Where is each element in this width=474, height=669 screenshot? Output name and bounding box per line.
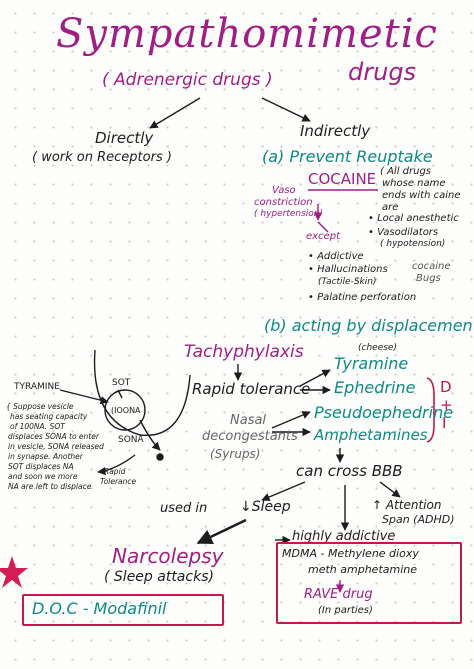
diagram-tyramine: TYRAMINE (14, 382, 60, 392)
drug-tyramine: Tyramine (334, 354, 409, 373)
vesicle-circle (104, 389, 146, 431)
tachyphylaxis: Tachyphylaxis (184, 342, 304, 362)
attention-1: ↑ Attention (372, 498, 442, 512)
diagram-rapid: Rapid (104, 467, 126, 476)
bracket-label-i: I (442, 414, 447, 432)
cocaine-bugs-2: Bugs (416, 273, 441, 284)
bracket-label-plus: + (440, 396, 453, 414)
page-subtitle: ( Adrenergic drugs ) (102, 70, 273, 90)
diagram-curve (93, 349, 191, 436)
cocaine-note-2: whose name (382, 178, 446, 189)
diagram-note-3: of 100NA. SOT (10, 422, 65, 431)
mdma-line-2: meth amphetamine (308, 563, 418, 576)
branch-indirect: Indirectly (300, 122, 371, 140)
drug-amphetamines: Amphetamines (314, 426, 428, 444)
displacement-heading: (b) acting by displacement (264, 316, 474, 335)
drug-pseudoephedrine: Pseudoephedrine (314, 403, 454, 422)
arrow-to-sleep (261, 481, 306, 501)
cocaine-note-4: are (382, 202, 399, 213)
branch-direct-note: ( work on Receptors ) (32, 150, 172, 165)
vaso-3: ( hypertension) (254, 209, 324, 219)
bracket-label-d: D (440, 378, 452, 396)
cocaine-note-3: ends with caine (382, 190, 461, 201)
vaso-1: Vaso (272, 185, 296, 196)
mdma-box: MDMA - Methylene dioxy meth amphetamine … (276, 542, 462, 624)
page-title: Sympathomimetic (56, 11, 438, 57)
branch-direct: Directly (95, 129, 154, 147)
cocaine-bugs-1: cocaine (412, 261, 451, 272)
reuptake-heading: (a) Prevent Reuptake (262, 147, 433, 166)
diagram-sona: SONA (118, 435, 144, 445)
effect-hallucinations: • Hallucinations (308, 264, 388, 275)
except-label: except (306, 231, 340, 242)
vasodilators-note: ( hypotension) (380, 239, 446, 249)
mdma-line-1: MDMA - Methylene dioxy (282, 547, 419, 560)
narcolepsy-note: ( Sleep attacks) (104, 569, 214, 585)
arrow-indirect (261, 97, 311, 122)
doc-label: D.O.C - Modafinil (32, 599, 167, 618)
cocaine-label: COCAINE (308, 170, 377, 188)
diagram-note-6: in synapse. Another (8, 452, 83, 461)
diagram-note-4: displaces SONA to enter (8, 432, 99, 441)
diagram-note-1: { Suppose vesicle (6, 402, 74, 411)
rave-drug: RAVE drug (304, 587, 373, 602)
nasal-2: decongestants (202, 429, 298, 444)
arrow-direct (149, 97, 201, 129)
diagram-note-8: and soon we more (8, 472, 78, 481)
vaso-2: constriction (254, 197, 313, 208)
cross-bbb: can cross BBB (296, 462, 403, 480)
rapid-tolerance: Rapid tolerance (192, 380, 311, 398)
effect-addictive: • Addictive (308, 251, 364, 262)
arrow-to-narcolepsy (196, 518, 247, 545)
attention-2: Span (ADHD) (382, 513, 455, 526)
diagram-note-2: has seating capacity (10, 412, 88, 421)
drug-ephedrine: Ephedrine (334, 378, 416, 397)
used-in: used in (160, 501, 208, 516)
diagram-note-9: NA are left to displace (8, 482, 92, 491)
effect-palatine: • Palatine perforation (308, 292, 417, 303)
doc-box: D.O.C - Modafinil (22, 594, 224, 626)
narcolepsy-label: Narcolepsy (112, 544, 224, 568)
page-title-suffix: drugs (348, 58, 417, 86)
vasodilators: • Vasodilators (368, 227, 439, 238)
diagram-note-5: in vesicle, SONA released (8, 442, 104, 451)
star-doodle (0, 556, 28, 588)
drugs-bracket (426, 377, 435, 443)
diagram-vesicle: (IOONA (111, 406, 141, 415)
arrow-nasal-1 (271, 411, 311, 429)
diagram-sot: SOT (112, 378, 131, 388)
arrow-to-attention (379, 481, 401, 498)
effect-tactile: (Tactile-Skin) (318, 277, 377, 287)
nasal-3: (Syrups) (210, 447, 261, 461)
diagram-note-7: SOT displaces NA (8, 462, 74, 471)
diagram-tolerance: Tolerance (100, 477, 137, 486)
nasal-1: Nasal (230, 413, 267, 428)
cheese-note: (cheese) (358, 343, 397, 353)
highly-addictive: highly addictive (292, 529, 396, 544)
sleep-label: ↓Sleep (240, 499, 291, 515)
local-anesthetic: • Local anesthetic (368, 213, 459, 224)
arrow-to-tyramine (299, 369, 331, 387)
rave-note: (In parties) (318, 605, 373, 616)
cocaine-note-1: ( All drugs (380, 166, 432, 177)
